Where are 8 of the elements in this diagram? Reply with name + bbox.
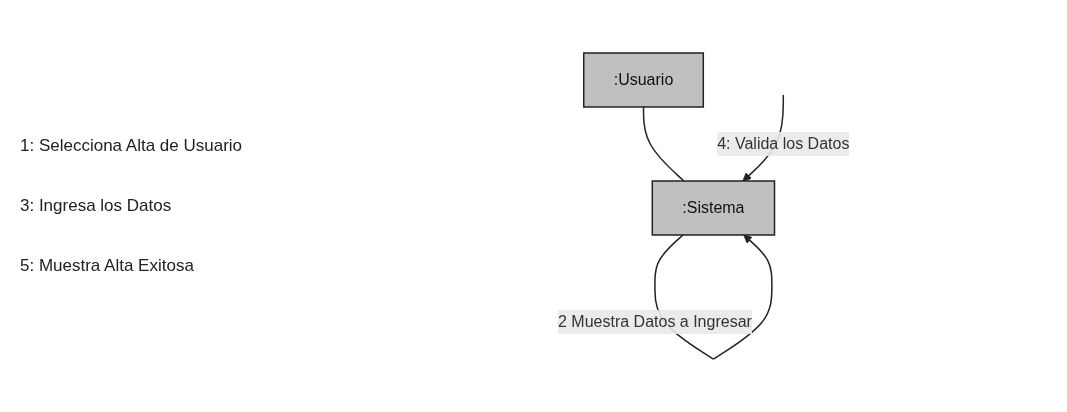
message-label: 5: Muestra Alta Exitosa <box>20 256 195 276</box>
edge-label: 4: Valida los Datos <box>716 134 850 152</box>
edge-label: 2 Muestra Datos a Ingresar <box>557 312 752 330</box>
node-box: :Usuario <box>582 52 704 108</box>
message-label: 1: Selecciona Alta de Usuario <box>20 136 244 156</box>
connector <box>642 106 685 182</box>
node-box: :Sistema <box>651 180 776 236</box>
message-label: 3: Ingresa los Datos <box>20 196 173 216</box>
